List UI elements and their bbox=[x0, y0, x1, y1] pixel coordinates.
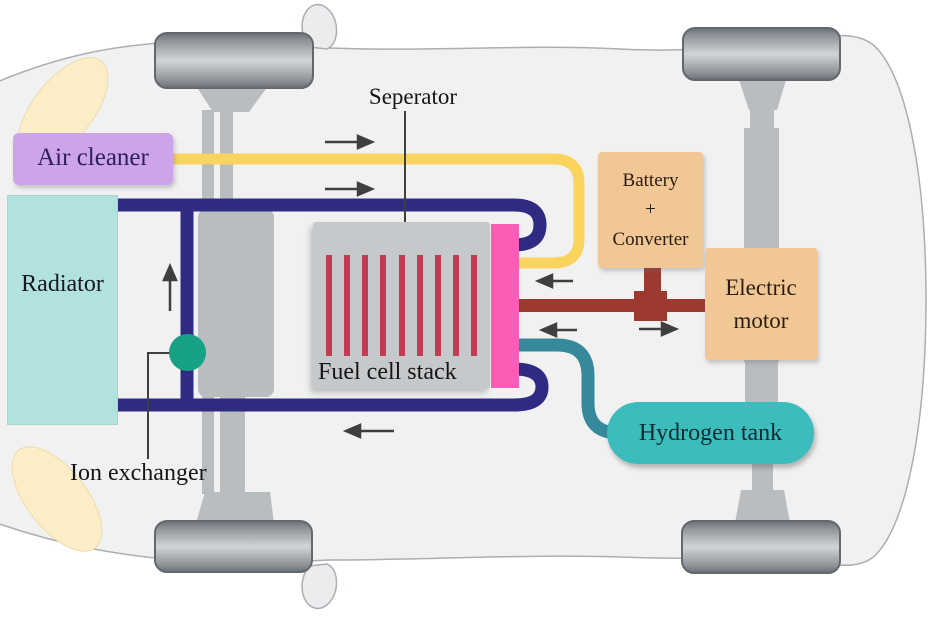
side-mirror-bottom bbox=[301, 563, 338, 610]
battery-label-line2: + bbox=[645, 199, 656, 221]
battery-label-line1: Battery bbox=[622, 169, 679, 191]
fuel-cell-plate bbox=[398, 255, 405, 356]
front-axle bbox=[196, 86, 274, 523]
fuel-cell-plates bbox=[326, 255, 477, 356]
fuel-cell-plate bbox=[452, 255, 459, 356]
wheel-rear-left bbox=[682, 27, 841, 81]
fuel-cell-plate bbox=[471, 255, 477, 356]
fuel-cell-plate bbox=[344, 255, 351, 356]
electric-motor-box: Electric motor bbox=[705, 248, 817, 360]
fuel-cell-stack-box: Fuel cell stack bbox=[313, 222, 490, 389]
arrow-left-coolant-return bbox=[342, 423, 394, 439]
arrow-right-air-flow bbox=[325, 134, 376, 150]
wheels bbox=[154, 27, 841, 574]
wheel-rear-right bbox=[681, 520, 841, 574]
air-cleaner-box: Air cleaner bbox=[13, 133, 173, 185]
hydrogen-line-pipe bbox=[514, 338, 628, 440]
fuel-cell-plate bbox=[326, 255, 332, 356]
arrow-right-to-motor bbox=[639, 321, 680, 337]
separator-label: Seperator bbox=[368, 84, 458, 109]
motor-label-line1: Electric bbox=[725, 274, 797, 300]
wheel-front-right bbox=[154, 520, 313, 573]
arrow-up-coolant-branch bbox=[162, 262, 178, 311]
arrow-right-coolant-top bbox=[325, 181, 376, 197]
wheel-front-left bbox=[154, 32, 314, 89]
air-line-pipe bbox=[173, 153, 585, 269]
headlight-bottom-left bbox=[11, 446, 103, 552]
radiator-box: Radiator bbox=[7, 195, 118, 425]
ion-exchanger-dot bbox=[169, 334, 206, 371]
fuel-cell-plate bbox=[362, 255, 369, 356]
power-line bbox=[514, 267, 709, 321]
fuel-cell-stack-label: Fuel cell stack bbox=[318, 359, 457, 385]
fuel-cell-plate bbox=[434, 255, 441, 356]
arrow-left-into-stack-hydrogen bbox=[538, 322, 577, 338]
motor-label-line2: motor bbox=[733, 308, 789, 333]
coolant-loop-pipe bbox=[112, 198, 549, 412]
fuel-cell-plate bbox=[380, 255, 387, 356]
ion-exchanger-label: Ion exchanger bbox=[70, 460, 207, 486]
fuel-cell-plate bbox=[416, 255, 423, 356]
flow-arrows bbox=[162, 134, 680, 439]
battery-label-line3: Converter bbox=[612, 228, 689, 250]
fuel-cell-membrane-strip bbox=[491, 224, 519, 388]
hydrogen-tank: Hydrogen tank bbox=[607, 402, 814, 464]
arrow-left-into-stack-air bbox=[534, 273, 573, 289]
ion-exchanger-leader-line bbox=[147, 352, 172, 459]
battery-converter-box: Battery + Converter bbox=[598, 152, 703, 268]
